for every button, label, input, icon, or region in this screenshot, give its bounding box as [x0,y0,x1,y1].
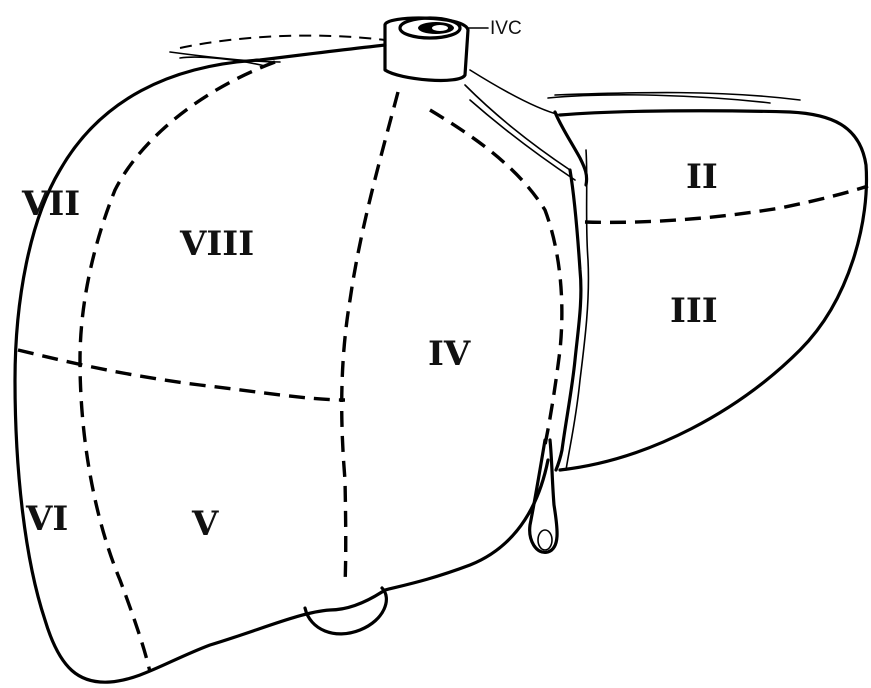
segment-III-label: III [670,291,718,331]
segment-V-label: V [191,504,219,544]
ligamentum-teres [530,440,557,552]
coronary-ligament [180,36,385,48]
ivc-label: IVC [490,18,522,39]
boundary-segment-II-III [585,186,868,222]
liver-upper-edge [470,70,800,115]
boundary-right-sectoral [80,62,275,672]
segment-VIII-label: VIII [179,224,254,264]
boundary-umbilical [430,110,562,445]
segment-VII-label: VII [21,184,80,224]
falciform-ligament-inner [566,150,588,470]
segment-VI-label: VI [25,499,68,539]
boundary-portal-plane [18,350,345,400]
segment-IV-label: IV [428,334,471,374]
boundary-middle-hepatic [342,92,398,585]
segment-II-label: II [686,157,718,197]
falciform-ligament [556,170,581,470]
ligamentum-teres-tip [538,530,552,550]
